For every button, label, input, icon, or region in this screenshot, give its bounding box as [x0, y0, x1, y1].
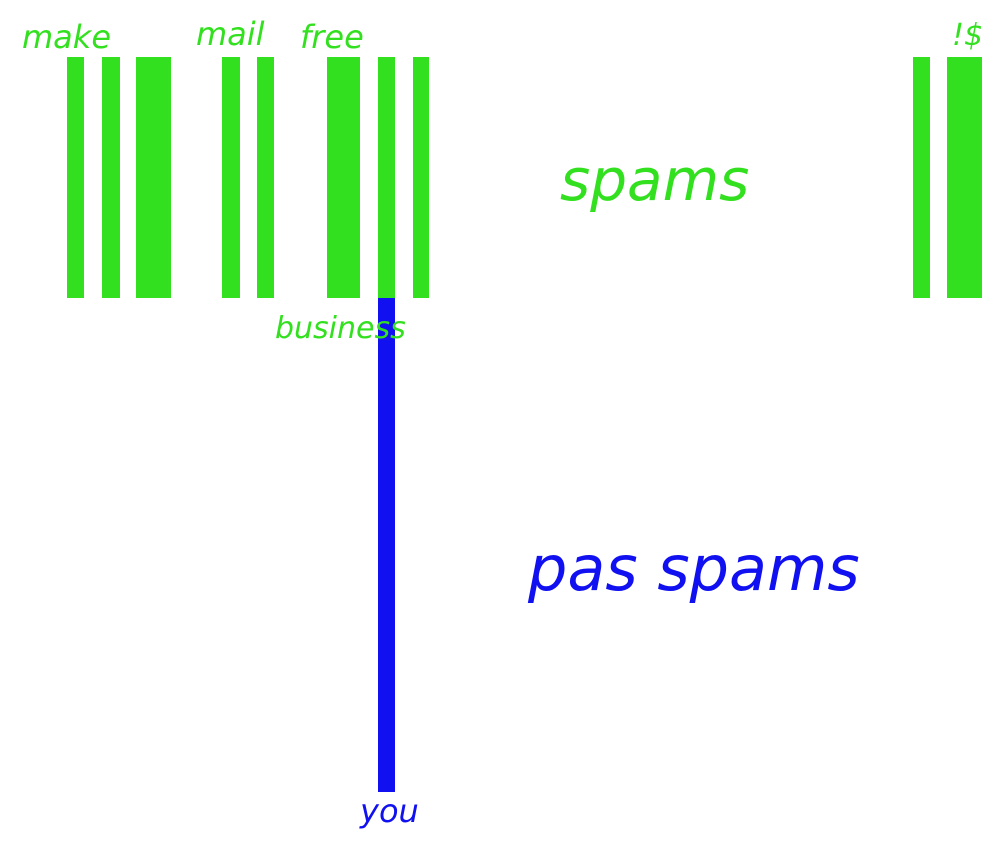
class-label-spam: spams [560, 146, 749, 214]
spam-bar-8 [413, 57, 429, 298]
word-label-make: make [22, 18, 111, 56]
spam-bar-3 [136, 57, 171, 298]
word-label-mail: mail [196, 15, 265, 53]
class-label-non-spam: pas spams [527, 532, 860, 605]
word-label-you: you [359, 792, 419, 830]
spam-bar-10 [947, 57, 982, 298]
spam-bar-6 [327, 57, 360, 298]
spam-bar-4 [222, 57, 240, 298]
spam-bar-2 [102, 57, 120, 298]
non-spam-bar [378, 298, 395, 792]
spam-bar-1 [67, 57, 84, 298]
word-label-free: free [300, 18, 364, 56]
spam-bar-5 [257, 57, 274, 298]
word-label-business: business [275, 311, 406, 346]
spam-bar-9 [913, 57, 930, 298]
spam-bars-group [67, 57, 982, 298]
spam-bar-7 [378, 57, 395, 298]
word-label-symbols: !$ [952, 18, 983, 53]
